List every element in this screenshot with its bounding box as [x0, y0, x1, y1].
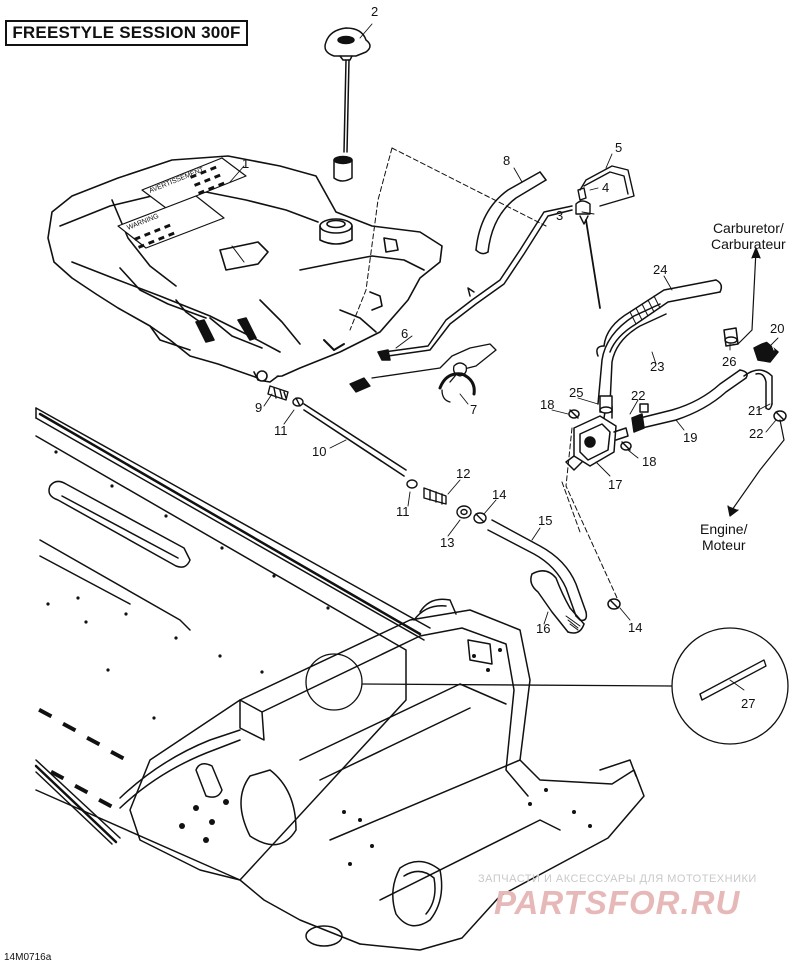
detail-callout-27: [305, 627, 789, 745]
fuel-fittings: [267, 385, 487, 524]
watermark-logo: PARTSFOR.RU: [494, 884, 741, 921]
callout-25: 25: [569, 385, 584, 400]
callout-15: 15: [538, 513, 553, 528]
callout-27: 27: [741, 696, 756, 711]
callout-18b: 18: [642, 454, 657, 469]
callout-16: 16: [536, 621, 551, 636]
watermark-tagline: ЗАПЧАСТИ И АКСЕССУАРЫ ДЛЯ МОТОТЕХНИКИ: [478, 873, 757, 885]
callout-14b: 14: [628, 620, 643, 635]
warning-decals: AVERTISSEMENT WARNING: [117, 157, 247, 249]
callout-5: 5: [615, 140, 623, 155]
callout-24: 24: [653, 262, 668, 277]
vent-hose-8: [475, 171, 547, 255]
callout-11b: 11: [396, 504, 410, 519]
figure-id: 14M0716a: [4, 952, 52, 963]
engine-text: Engine/ Moteur: [700, 521, 748, 553]
leader-lines: [229, 23, 779, 691]
callout-7: 7: [470, 402, 478, 417]
callout-11a: 11: [274, 423, 288, 438]
callout-6: 6: [401, 326, 409, 341]
reference-lines: [349, 147, 619, 601]
clip-detail: [349, 343, 497, 403]
callout-3: 3: [556, 208, 564, 223]
callout-20: 20: [770, 321, 785, 336]
model-title: FREESTYLE SESSION 300F: [5, 20, 248, 46]
fuel-cap-assembly: [324, 27, 371, 182]
callout-14a: 14: [492, 487, 507, 502]
callout-22b: 22: [749, 426, 764, 441]
fuel-pump: [565, 405, 632, 471]
routing-arrows: [727, 247, 785, 517]
carburetor-label: Carburetor/ Carburateur: [711, 220, 786, 252]
vent-fittings: [575, 165, 635, 309]
callout-12: 12: [456, 466, 471, 481]
chassis-tunnel: [34, 407, 645, 951]
callout-17: 17: [608, 477, 623, 492]
callout-18a: 18: [540, 397, 555, 412]
hose-15-16: [487, 519, 621, 634]
engine-label: Engine/ Moteur: [700, 521, 747, 553]
callout-26: 26: [722, 354, 737, 369]
callout-8: 8: [503, 153, 511, 168]
callout-22a: 22: [631, 388, 646, 403]
callout-21: 21: [748, 403, 763, 418]
carburetor-text: Carburetor/ Carburateur: [711, 220, 786, 252]
callout-10: 10: [312, 444, 327, 459]
callout-23: 23: [650, 359, 665, 374]
callout-2: 2: [371, 4, 379, 19]
fuel-line-6: [377, 205, 573, 361]
callout-19: 19: [683, 430, 698, 445]
fuel-tank: [47, 155, 443, 383]
callout-4: 4: [602, 180, 610, 195]
callout-9: 9: [255, 400, 263, 415]
callout-13: 13: [440, 535, 455, 550]
callout-1: 1: [242, 156, 250, 171]
hoses-19-26: [596, 279, 787, 433]
